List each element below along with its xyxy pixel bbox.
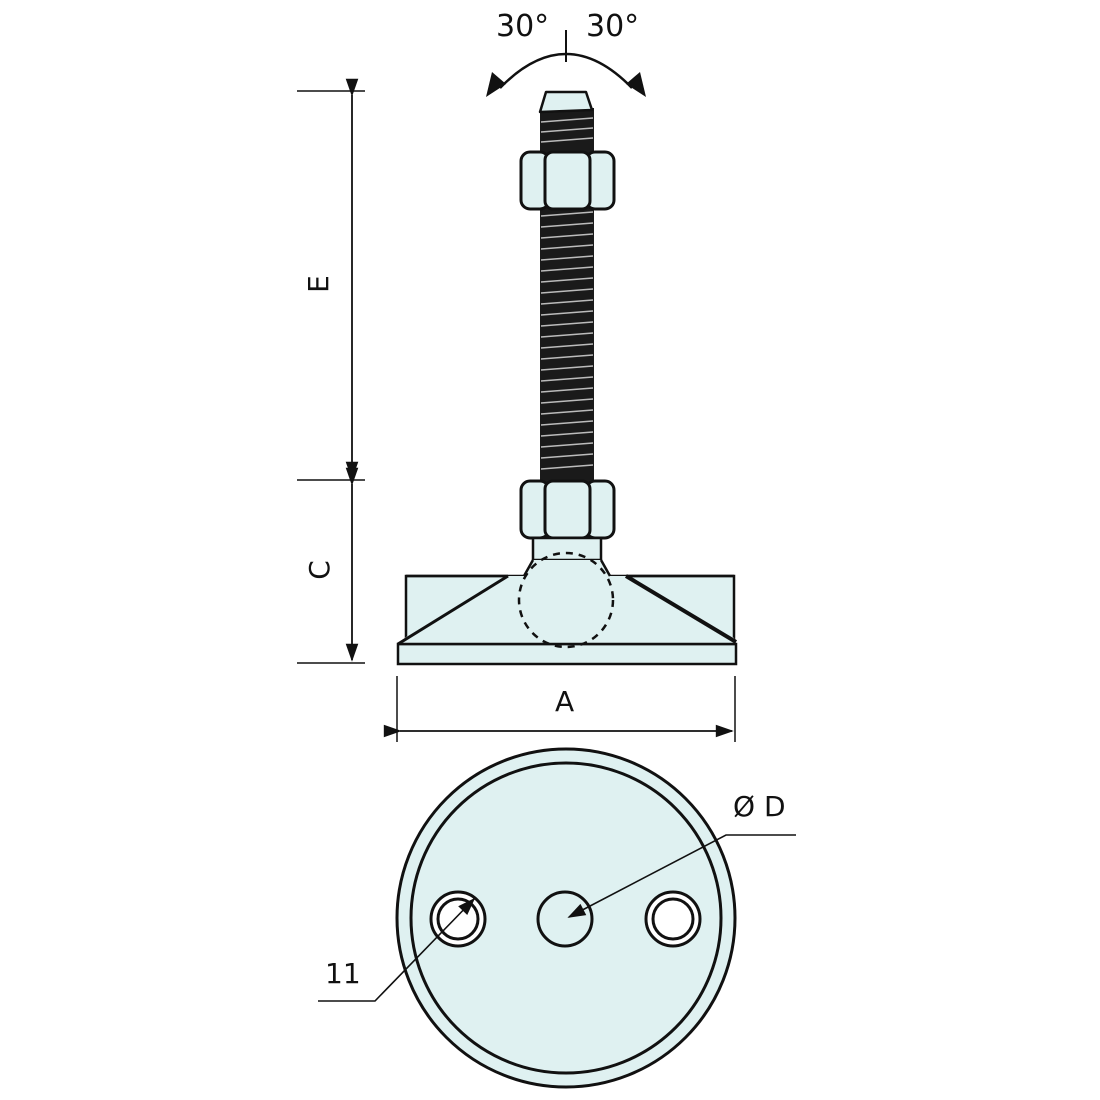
upper-hex-nut [519, 150, 616, 211]
angle-left-label: 30° [496, 9, 550, 44]
swivel-angle-indicator [486, 30, 646, 97]
dimension-lines-vertical [297, 78, 365, 664]
stud-tip [538, 90, 594, 114]
mounting-hole-left [436, 897, 480, 941]
leader-lines [318, 834, 796, 1002]
dimension-D-label: Ø D [733, 790, 786, 823]
dimension-A-label: A [555, 685, 575, 718]
dimension-C-label: C [302, 560, 336, 580]
lower-hex-nut [519, 479, 616, 540]
base-top-view [395, 747, 737, 1089]
base-side-view [396, 551, 738, 666]
hidden-ball-joint [517, 551, 615, 649]
center-stud-circle [536, 890, 594, 948]
dimension-E-label: E [301, 275, 335, 293]
stud-neck [531, 536, 603, 562]
angle-right-label: 30° [586, 9, 640, 44]
dimension-line-A [383, 676, 736, 742]
mounting-hole-right [651, 897, 695, 941]
hole-size-label: 11 [325, 957, 361, 990]
